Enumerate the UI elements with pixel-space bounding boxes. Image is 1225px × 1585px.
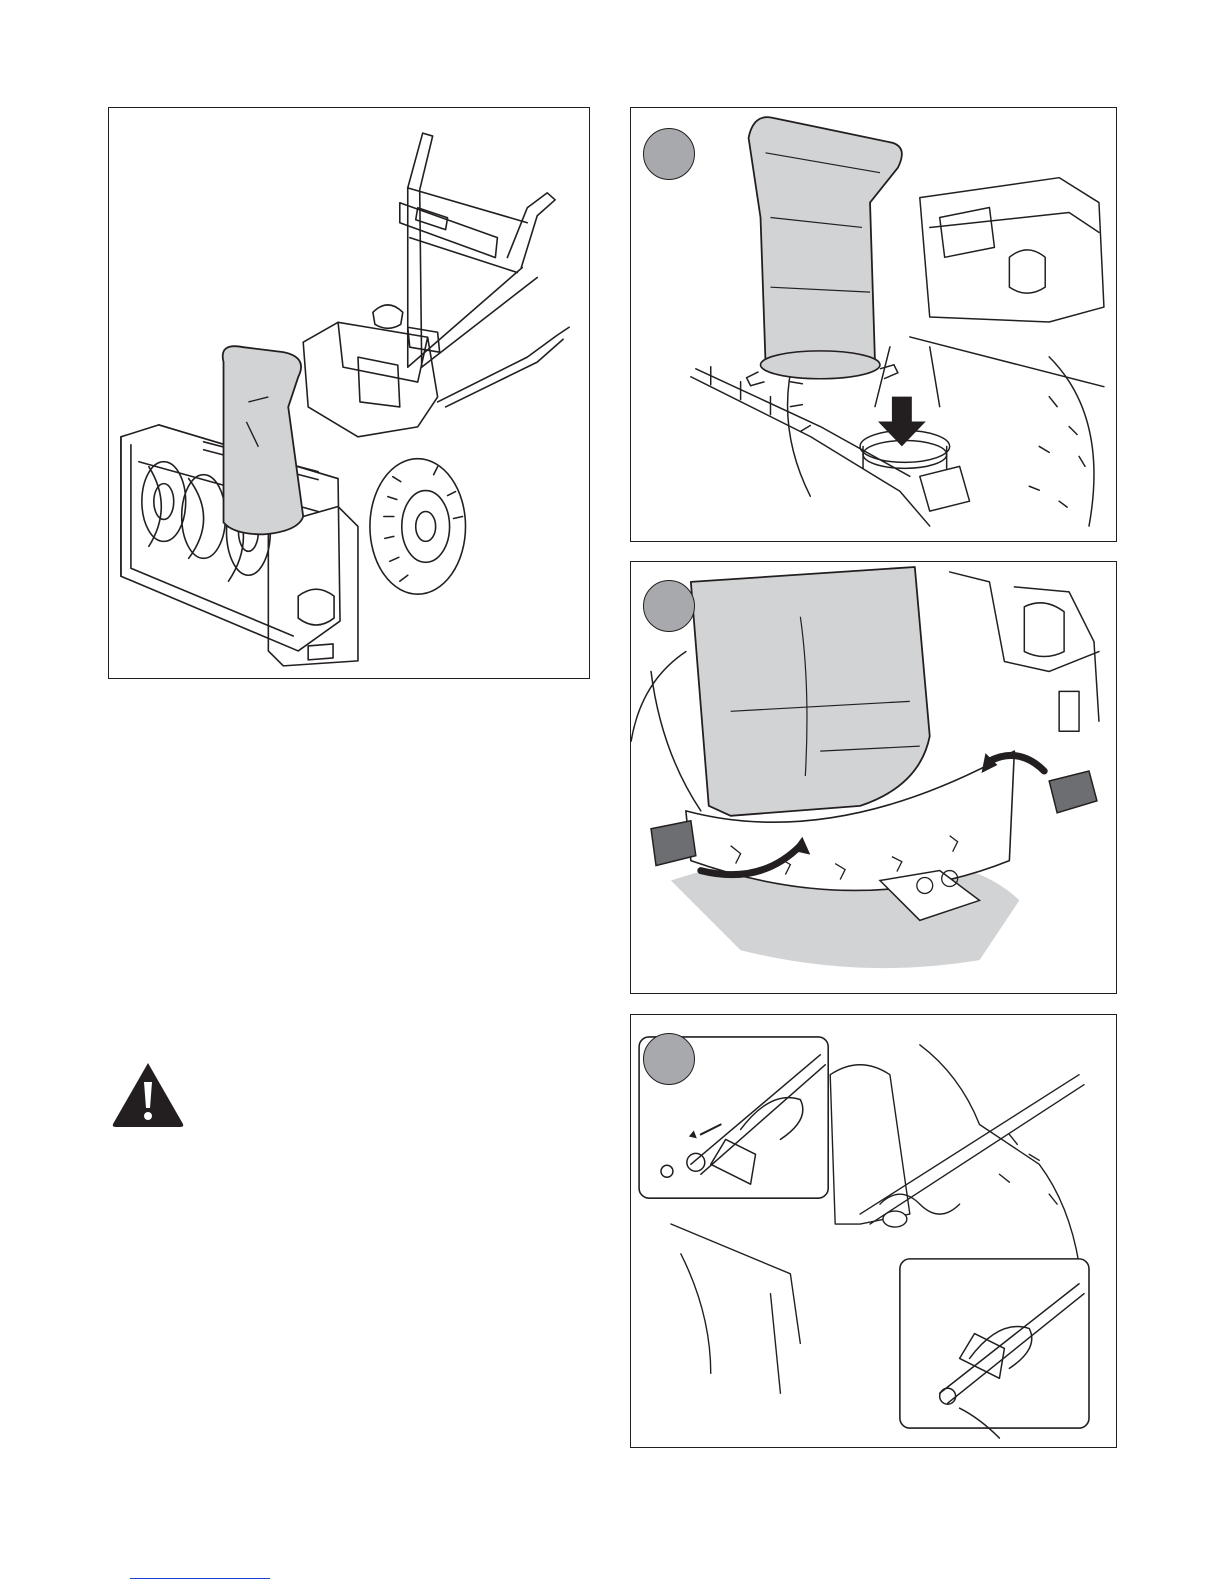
right-clip — [1049, 771, 1097, 813]
auger-detail-illustration — [631, 1015, 1116, 1447]
figure-snow-blower-overview — [108, 107, 590, 679]
discharge-chute — [223, 346, 303, 534]
warning-triangle-icon — [110, 1060, 186, 1128]
figure-step-b — [630, 561, 1117, 994]
snow-blower-illustration — [109, 108, 589, 678]
chute-clip-illustration — [631, 562, 1116, 993]
discharge-chute — [749, 117, 902, 372]
footer-link-underline — [130, 1578, 270, 1579]
figure-step-c — [630, 1014, 1117, 1448]
left-clip — [651, 821, 696, 866]
discharge-chute — [691, 567, 930, 816]
step-circle-icon — [643, 580, 695, 632]
step-circle-icon — [643, 1033, 695, 1085]
figure-step-a — [630, 107, 1117, 542]
chute-placement-illustration — [631, 108, 1116, 541]
step-circle-icon — [643, 128, 695, 180]
arrow-down-icon — [878, 397, 926, 447]
